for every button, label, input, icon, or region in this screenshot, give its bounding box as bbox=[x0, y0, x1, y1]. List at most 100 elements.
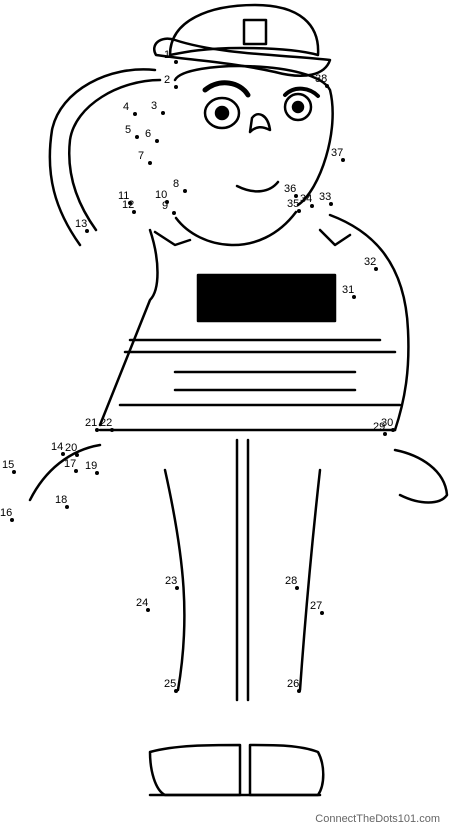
dot-label-25: 25 bbox=[164, 678, 176, 690]
face-outline bbox=[173, 64, 334, 207]
dot-label-22: 22 bbox=[100, 417, 112, 429]
cap-crown bbox=[168, 3, 320, 57]
dot-label-12: 12 bbox=[122, 199, 134, 211]
dot-7 bbox=[148, 161, 152, 165]
dot-label-23: 23 bbox=[165, 575, 177, 587]
right-hand bbox=[393, 448, 449, 504]
dot-36 bbox=[294, 194, 298, 198]
right-boot bbox=[248, 743, 325, 797]
dot-label-37: 37 bbox=[331, 147, 343, 159]
cap-brim bbox=[153, 37, 332, 78]
dot-label-8: 8 bbox=[173, 178, 179, 190]
dot-label-34: 34 bbox=[300, 193, 312, 205]
right-eyebrow bbox=[283, 86, 320, 98]
mouth bbox=[235, 180, 280, 193]
dot-9 bbox=[172, 211, 176, 215]
dot-label-2: 2 bbox=[164, 74, 170, 86]
dot-25 bbox=[174, 689, 178, 693]
dot-18 bbox=[65, 505, 69, 509]
dot-label-20: 20 bbox=[65, 442, 77, 454]
dot-20 bbox=[75, 453, 79, 457]
dot-27 bbox=[320, 611, 324, 615]
dot-label-24: 24 bbox=[136, 597, 148, 609]
dot-label-18: 18 bbox=[55, 494, 67, 506]
dot-label-30: 30 bbox=[381, 417, 393, 429]
dot-3 bbox=[161, 111, 165, 115]
right-shoulder-line bbox=[328, 213, 410, 432]
dot-35 bbox=[297, 209, 301, 213]
right-pupil bbox=[291, 100, 305, 114]
dot-label-35: 35 bbox=[287, 198, 299, 210]
dot-label-28: 28 bbox=[285, 575, 297, 587]
dot-1 bbox=[174, 60, 178, 64]
dot-label-36: 36 bbox=[284, 183, 296, 195]
left-leg bbox=[163, 468, 186, 692]
dot-31 bbox=[352, 295, 356, 299]
left-eyebrow bbox=[202, 80, 251, 98]
dot-label-3: 3 bbox=[151, 100, 157, 112]
dot-16 bbox=[10, 518, 14, 522]
right-eye bbox=[283, 92, 313, 122]
dot-label-29: 29 bbox=[373, 421, 385, 433]
left-eye bbox=[203, 96, 241, 130]
dot-label-10: 10 bbox=[155, 189, 167, 201]
dot-label-38: 38 bbox=[315, 73, 327, 85]
dot-33 bbox=[329, 202, 333, 206]
dot-34 bbox=[310, 204, 314, 208]
dot-label-33: 33 bbox=[319, 191, 331, 203]
dot-8 bbox=[183, 189, 187, 193]
dot-label-17: 17 bbox=[64, 458, 76, 470]
dot-label-9: 9 bbox=[162, 200, 168, 212]
dot-label-14: 14 bbox=[51, 441, 63, 453]
dot-38 bbox=[325, 84, 329, 88]
dot-22 bbox=[110, 428, 114, 432]
dot-30 bbox=[391, 428, 395, 432]
dot-label-32: 32 bbox=[364, 256, 376, 268]
dot-13 bbox=[85, 229, 89, 233]
dot-10 bbox=[165, 200, 169, 204]
dot-14 bbox=[61, 452, 65, 456]
dot-label-4: 4 bbox=[123, 101, 129, 113]
dot-label-7: 7 bbox=[138, 150, 144, 162]
dot-37 bbox=[341, 158, 345, 162]
dot-12 bbox=[132, 210, 136, 214]
collar-left bbox=[153, 230, 192, 247]
hair-ponytail-outer bbox=[48, 68, 157, 247]
shirt-logo-block bbox=[196, 273, 337, 323]
dot-29 bbox=[383, 432, 387, 436]
left-boot bbox=[148, 743, 242, 797]
dot-label-26: 26 bbox=[287, 678, 299, 690]
dot-4 bbox=[133, 112, 137, 116]
collar-right bbox=[318, 228, 352, 247]
dot-15 bbox=[12, 470, 16, 474]
dot-21 bbox=[95, 428, 99, 432]
cap-emblem bbox=[242, 18, 268, 46]
nose bbox=[248, 113, 272, 134]
left-hand bbox=[28, 443, 102, 502]
dot-label-27: 27 bbox=[310, 600, 322, 612]
dot-label-15: 15 bbox=[2, 459, 14, 471]
dot-label-6: 6 bbox=[145, 128, 151, 140]
dot-19 bbox=[95, 471, 99, 475]
left-pupil bbox=[214, 105, 230, 121]
dot-label-13: 13 bbox=[75, 218, 87, 230]
character-line-art bbox=[28, 3, 449, 797]
dot-32 bbox=[374, 267, 378, 271]
dot-26 bbox=[297, 689, 301, 693]
dot-label-16: 16 bbox=[0, 507, 12, 519]
dot-label-5: 5 bbox=[125, 124, 131, 136]
dot-24 bbox=[146, 608, 150, 612]
dot-28 bbox=[295, 586, 299, 590]
dot-17 bbox=[74, 469, 78, 473]
left-arm bbox=[98, 228, 159, 427]
chin bbox=[174, 210, 298, 247]
dot-23 bbox=[175, 586, 179, 590]
dot-2 bbox=[174, 85, 178, 89]
right-leg bbox=[298, 468, 322, 692]
watermark-text: ConnectTheDots101.com bbox=[315, 813, 440, 825]
dot-label-1: 1 bbox=[164, 49, 170, 61]
dot-label-11: 11 bbox=[118, 190, 129, 202]
dot-label-21: 21 bbox=[85, 417, 97, 429]
